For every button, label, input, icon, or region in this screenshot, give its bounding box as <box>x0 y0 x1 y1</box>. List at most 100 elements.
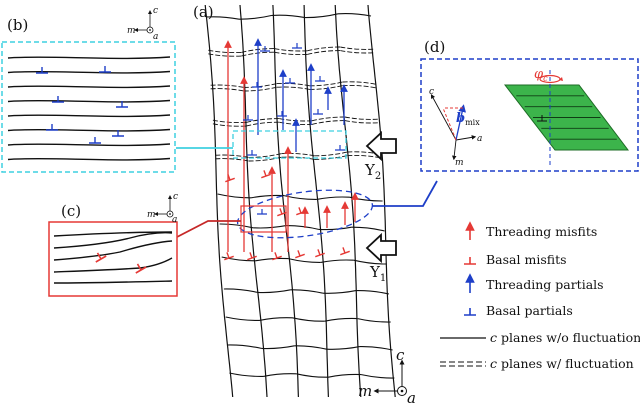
lattice-row <box>223 288 258 293</box>
svg-text:c: c <box>396 346 405 364</box>
lattice-row-fluctuation <box>243 86 277 92</box>
basal-partial-symbol <box>52 96 64 103</box>
lattice-row <box>261 345 295 350</box>
lattice-row <box>361 374 395 379</box>
basal-partial-symbol <box>315 76 325 82</box>
lattice-row <box>217 193 252 199</box>
lattice-row-fluctuation <box>311 116 345 122</box>
lattice-row-fluctuation <box>274 48 308 52</box>
panel-d-frame <box>420 58 639 172</box>
lattice-row <box>205 16 240 20</box>
panel-a-label: (a) <box>193 3 214 21</box>
lattice-column <box>272 4 299 398</box>
lattice-row-fluctuation <box>248 156 282 162</box>
svg-text:m: m <box>358 382 372 400</box>
lattice-row-fluctuation <box>342 81 376 85</box>
legend-threading-partials: Threading partials <box>465 273 604 293</box>
panel-c-plane <box>53 231 173 237</box>
legend-planes-solid: c planes w/o fluctuation <box>440 330 640 345</box>
lattice-row <box>292 317 325 322</box>
lattice-row <box>221 256 256 262</box>
basal-misfit-symbol <box>277 208 287 217</box>
lattice-row <box>357 318 391 323</box>
lattice-row-fluctuation <box>208 53 242 57</box>
lattice-row <box>318 226 352 231</box>
basal-misfit-symbol <box>296 207 306 216</box>
panel-d-label: (d) <box>424 38 445 56</box>
panel-b-plane <box>7 143 171 147</box>
svg-text:a: a <box>477 134 482 144</box>
svg-text:bmix: bmix <box>456 111 480 127</box>
panel-b: (b) c m a <box>1 6 176 173</box>
lattice-row <box>296 373 329 378</box>
panel-b-plane <box>7 56 171 60</box>
lattice-row-fluctuation <box>340 46 374 50</box>
lattice-row <box>227 344 262 349</box>
lattice-row <box>337 13 372 17</box>
basal-misfit-symbol <box>340 247 350 256</box>
basal-partial-symbol <box>112 130 124 137</box>
interface-ellipse <box>236 189 374 239</box>
legend-planes-fluctuation: c planes w/ fluctuation <box>440 356 634 371</box>
svg-text:a: a <box>172 215 177 225</box>
lattice-row <box>316 196 350 200</box>
lattice-row <box>326 346 360 350</box>
lattice-row-fluctuation <box>215 158 249 162</box>
legend-threading-misfits: Threading misfits <box>465 221 597 240</box>
legend: Threading misfits Basal misfits Threadin… <box>440 221 640 371</box>
panel-c-plane <box>53 257 173 273</box>
misfit-markers <box>224 38 359 261</box>
lattice-row-fluctuation <box>281 152 315 157</box>
basal-partial-symbol <box>292 43 302 49</box>
basal-partial-symbol <box>99 66 111 73</box>
svg-text:c planes w/o fluctuation: c planes w/o fluctuation <box>490 330 640 345</box>
lattice-row <box>304 13 339 19</box>
lattice-row-fluctuation <box>215 154 249 158</box>
lattice-row <box>290 289 324 294</box>
lattice-row-fluctuation <box>347 154 381 159</box>
basal-misfit-symbol <box>225 174 235 183</box>
lattice-row <box>324 317 358 322</box>
lattice-row-fluctuation <box>340 50 374 54</box>
lattice-row-fluctuation <box>281 156 315 160</box>
basal-plane-lines <box>516 95 617 140</box>
basal-partial-symbol <box>116 101 128 108</box>
lattice-row-fluctuation <box>212 123 247 127</box>
lattice-row-fluctuation <box>210 88 244 92</box>
lattice-row <box>255 257 289 262</box>
panel-b-frame <box>1 41 176 173</box>
svg-text:φc: φc <box>534 67 548 83</box>
lattice-row <box>263 373 297 377</box>
burgers-vector <box>455 104 466 141</box>
svg-text:Threading misfits: Threading misfits <box>486 224 597 239</box>
lattice-row <box>229 372 264 377</box>
lattice-row <box>259 317 293 321</box>
basal-partial-symbol <box>252 82 262 88</box>
lattice-row-fluctuation <box>307 50 341 55</box>
panel-c-plane <box>53 280 173 284</box>
basal-partial-symbol <box>243 115 253 121</box>
panel-c-label: (c) <box>61 202 81 220</box>
lattice-row <box>359 346 393 351</box>
legend-basal-partials: Basal partials <box>464 303 573 318</box>
connector-d <box>372 180 438 207</box>
svg-text:Basal partials: Basal partials <box>486 303 573 318</box>
panel-b-planes <box>7 56 171 161</box>
zoom-box-c <box>240 205 287 233</box>
lattice-grid <box>204 4 396 398</box>
lattice-row <box>271 14 306 19</box>
lattice-row-fluctuation <box>276 82 310 87</box>
svg-text:a: a <box>153 32 158 42</box>
basal-partial-symbol <box>247 150 257 156</box>
lattice-row <box>355 290 390 295</box>
svg-text:Y1: Y1 <box>369 263 386 284</box>
svg-text:m: m <box>455 158 464 168</box>
basal-misfit-symbol <box>95 252 107 263</box>
lattice-row-fluctuation <box>274 51 308 56</box>
svg-text:a: a <box>407 389 416 403</box>
panel-d: (d) φc c a m bmix <box>420 38 639 172</box>
lattice-row-fluctuation <box>311 120 345 125</box>
marker-y1: Y1 <box>365 232 397 284</box>
panel-d-axes: c a m <box>429 87 482 168</box>
basal-partial-symbol <box>46 124 58 131</box>
